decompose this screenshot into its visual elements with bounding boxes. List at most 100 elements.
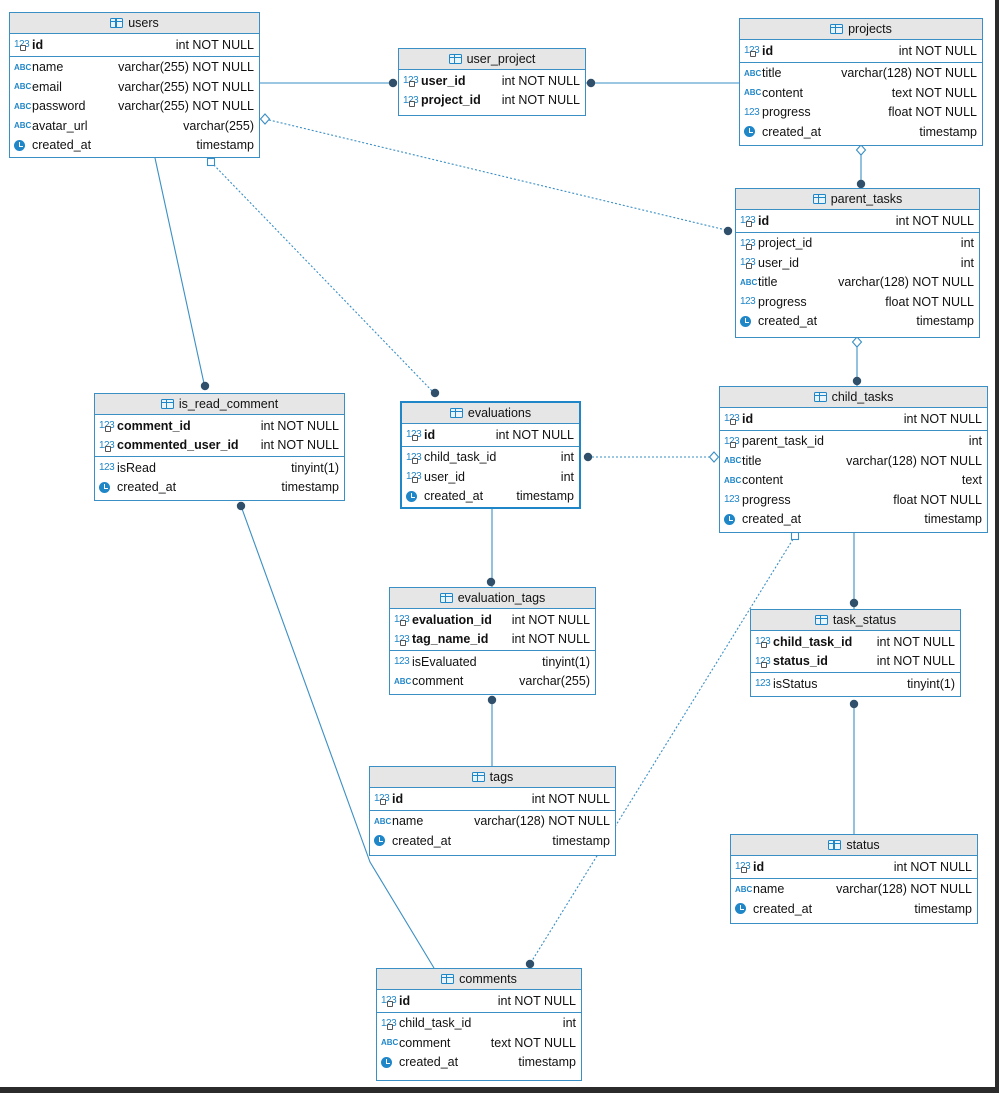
column-row[interactable]: ABC comment varchar(255) bbox=[390, 672, 595, 692]
entity-header[interactable]: tags bbox=[370, 767, 615, 788]
column-row[interactable]: created_at timestamp bbox=[377, 1053, 581, 1073]
entity-evaluation_tags[interactable]: evaluation_tags123 evaluation_id int NOT… bbox=[389, 587, 596, 695]
entity-parent_tasks[interactable]: parent_tasks123 id int NOT NULL 123 proje… bbox=[735, 188, 980, 338]
column-name: created_at bbox=[753, 901, 813, 916]
entity-header[interactable]: status bbox=[731, 835, 977, 856]
entity-comments[interactable]: comments123 id int NOT NULL 123 child_tas… bbox=[376, 968, 582, 1081]
column-row[interactable]: ABC title varchar(128) NOT NULL bbox=[720, 451, 987, 471]
text-type-icon: ABC bbox=[740, 277, 758, 287]
entity-header[interactable]: parent_tasks bbox=[736, 189, 979, 210]
column-row[interactable]: 123 parent_task_id int bbox=[720, 432, 987, 452]
column-name: created_at bbox=[758, 314, 818, 329]
entity-header[interactable]: user_project bbox=[399, 49, 585, 70]
column-type: int NOT NULL bbox=[511, 612, 590, 627]
entity-is_read_comment[interactable]: is_read_comment123 comment_id int NOT NU… bbox=[94, 393, 345, 501]
column-row[interactable]: 123 child_task_id int bbox=[402, 448, 579, 468]
entity-header[interactable]: evaluation_tags bbox=[390, 588, 595, 609]
column-row[interactable]: ABC password varchar(255) NOT NULL bbox=[10, 97, 259, 117]
column-row[interactable]: ABC name varchar(128) NOT NULL bbox=[731, 880, 977, 900]
entity-tags[interactable]: tags123 id int NOT NULL ABC name varchar(… bbox=[369, 766, 616, 856]
column-row[interactable]: 123 user_id int bbox=[402, 467, 579, 487]
column-row[interactable]: ABC email varchar(255) NOT NULL bbox=[10, 77, 259, 97]
column-row[interactable]: 123 id int NOT NULL bbox=[720, 409, 987, 429]
column-type: varchar(255) NOT NULL bbox=[118, 79, 254, 94]
column-row[interactable]: ABC name varchar(128) NOT NULL bbox=[370, 812, 615, 832]
column-row[interactable]: ABC content text bbox=[720, 471, 987, 491]
relation-end-dot bbox=[586, 78, 596, 88]
column-row[interactable]: 123 isEvaluated tinyint(1) bbox=[390, 652, 595, 672]
column-type: varchar(128) NOT NULL bbox=[474, 814, 610, 829]
column-row[interactable]: 123 project_id int bbox=[736, 234, 979, 254]
column-row[interactable]: created_at timestamp bbox=[720, 510, 987, 530]
column-row[interactable]: 123 comment_id int NOT NULL bbox=[95, 416, 344, 436]
column-row[interactable]: 123 user_id int bbox=[736, 253, 979, 273]
relation-end-dot bbox=[849, 699, 859, 709]
column-row[interactable]: 123 id int NOT NULL bbox=[731, 857, 977, 877]
column-row[interactable]: 123 status_id int NOT NULL bbox=[751, 652, 960, 672]
column-row[interactable]: 123 id int NOT NULL bbox=[402, 425, 579, 445]
entity-header[interactable]: comments bbox=[377, 969, 581, 990]
column-name: avatar_url bbox=[32, 118, 88, 133]
column-row[interactable]: 123 user_id int NOT NULL bbox=[399, 71, 585, 91]
entity-status[interactable]: status123 id int NOT NULL ABC name varcha… bbox=[730, 834, 978, 924]
table-icon bbox=[448, 54, 462, 64]
numeric-type-icon: 123 bbox=[394, 656, 410, 668]
numeric-type-icon: 123 bbox=[724, 494, 740, 506]
column-name: created_at bbox=[762, 124, 822, 139]
column-row[interactable]: 123 id int NOT NULL bbox=[736, 211, 979, 231]
column-row[interactable]: 123 id int NOT NULL bbox=[377, 991, 581, 1011]
column-row[interactable]: 123 progress float NOT NULL bbox=[740, 103, 982, 123]
foreign-key-icon: 123 bbox=[406, 452, 424, 464]
entity-child_tasks[interactable]: child_tasks123 id int NOT NULL 123 parent… bbox=[719, 386, 988, 533]
table-icon bbox=[814, 615, 828, 625]
column-row[interactable]: created_at timestamp bbox=[731, 899, 977, 919]
entity-evaluations[interactable]: evaluations123 id int NOT NULL 123 child_… bbox=[400, 401, 581, 509]
column-row[interactable]: ABC content text NOT NULL bbox=[740, 83, 982, 103]
table-icon bbox=[471, 772, 485, 782]
column-type: timestamp bbox=[924, 512, 982, 527]
entity-header[interactable]: is_read_comment bbox=[95, 394, 344, 415]
entity-header[interactable]: projects bbox=[740, 19, 982, 40]
entity-task_status[interactable]: task_status123 child_task_id int NOT NUL… bbox=[750, 609, 961, 697]
column-row[interactable]: ABC name varchar(255) NOT NULL bbox=[10, 58, 259, 78]
column-row[interactable]: 123 project_id int NOT NULL bbox=[399, 91, 585, 111]
column-row[interactable]: 123 progress float NOT NULL bbox=[720, 490, 987, 510]
column-row[interactable]: 123 id int NOT NULL bbox=[740, 41, 982, 61]
entity-header[interactable]: task_status bbox=[751, 610, 960, 631]
column-row[interactable]: 123 commented_user_id int NOT NULL bbox=[95, 436, 344, 456]
entity-title: user_project bbox=[466, 52, 536, 66]
column-row[interactable]: 123 progress float NOT NULL bbox=[736, 292, 979, 312]
column-row[interactable]: ABC comment text NOT NULL bbox=[377, 1033, 581, 1053]
column-row[interactable]: created_at timestamp bbox=[402, 487, 579, 507]
entity-header[interactable]: child_tasks bbox=[720, 387, 987, 408]
column-row[interactable]: 123 id int NOT NULL bbox=[10, 35, 259, 55]
column-row[interactable]: created_at timestamp bbox=[95, 478, 344, 498]
column-row[interactable]: 123 evaluation_id int NOT NULL bbox=[390, 610, 595, 630]
column-row[interactable]: 123 isStatus tinyint(1) bbox=[751, 674, 960, 694]
entity-header[interactable]: evaluations bbox=[402, 403, 579, 424]
column-row[interactable]: created_at timestamp bbox=[736, 312, 979, 332]
column-name: id bbox=[424, 427, 436, 442]
text-type-icon: ABC bbox=[724, 456, 742, 466]
column-row[interactable]: ABC title varchar(128) NOT NULL bbox=[740, 64, 982, 84]
entity-projects[interactable]: projects123 id int NOT NULL ABC title var… bbox=[739, 18, 983, 146]
table-icon bbox=[110, 18, 124, 28]
column-row[interactable]: ABC title varchar(128) NOT NULL bbox=[736, 273, 979, 293]
column-row[interactable]: ABC avatar_url varchar(255) bbox=[10, 116, 259, 136]
column-row[interactable]: created_at timestamp bbox=[740, 122, 982, 142]
foreign-key-icon: 123 bbox=[740, 257, 758, 270]
column-row[interactable]: 123 tag_name_id int NOT NULL bbox=[390, 630, 595, 650]
entity-user_project[interactable]: user_project 123 user_id int NOT NULL123 … bbox=[398, 48, 586, 116]
column-row[interactable]: created_at timestamp bbox=[10, 136, 259, 156]
column-row[interactable]: created_at timestamp bbox=[370, 831, 615, 851]
column-row[interactable]: 123 child_task_id int bbox=[377, 1014, 581, 1034]
relation-end-dot bbox=[236, 501, 246, 511]
column-row[interactable]: 123 isRead tinyint(1) bbox=[95, 458, 344, 478]
column-row[interactable]: 123 id int NOT NULL bbox=[370, 789, 615, 809]
column-name: commented_user_id bbox=[117, 438, 239, 453]
column-row[interactable]: 123 child_task_id int NOT NULL bbox=[751, 632, 960, 652]
entity-header[interactable]: users bbox=[10, 13, 259, 34]
